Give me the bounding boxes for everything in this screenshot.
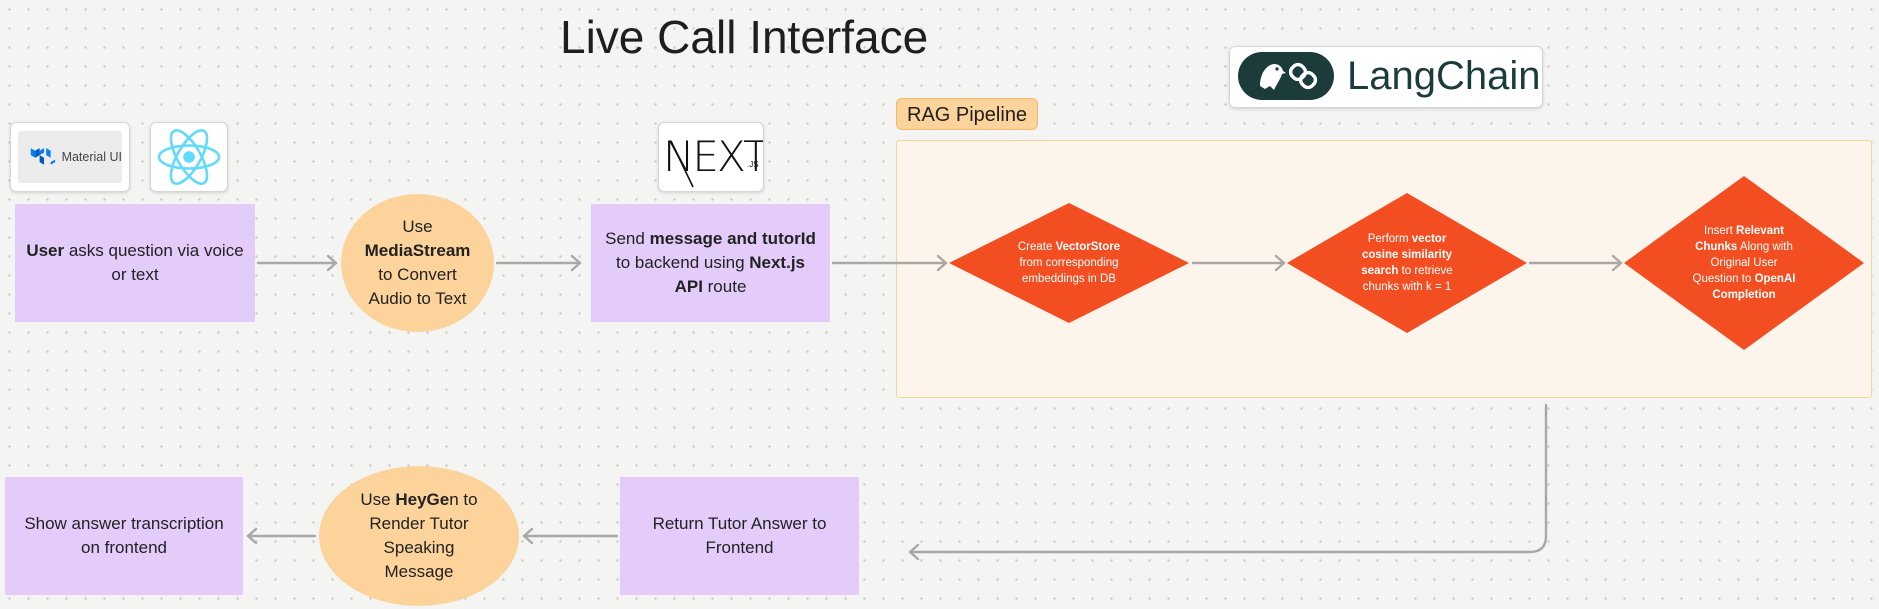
node-heygen: Use HeyGen to Render Tutor Speaking Mess… [319, 466, 519, 606]
nextjs-logo-suffix: .JS [747, 160, 759, 169]
diamond-create-vectorstore [949, 203, 1189, 323]
langchain-wordmark: LangChain [1347, 54, 1541, 98]
rag-pipeline-label: RAG Pipeline [896, 98, 1039, 130]
nextjs-logo: NEXT .JS [658, 122, 764, 192]
langchain-logo: LangChain [1229, 46, 1543, 108]
diamond-insert-chunks [1624, 176, 1864, 350]
node-return-answer: Return Tutor Answer to Frontend [620, 477, 859, 595]
page-title: Live Call Interface [560, 11, 929, 63]
node-mediastream: Use MediaStream to Convert Audio to Text [341, 194, 494, 332]
node-user-asks-question: User asks question via voice or text [15, 204, 255, 322]
mui-icon [30, 148, 56, 165]
node-send-message: Send message and tutorId to backend usin… [591, 204, 830, 322]
diamond-vector-search [1287, 193, 1527, 333]
nextjs-slash [670, 140, 694, 188]
react-atom-icon [157, 129, 221, 185]
react-logo [150, 122, 228, 192]
node-create-vectorstore: Create VectorStore from corresponding em… [1017, 241, 1121, 285]
node-show-answer: Show answer transcription on frontend [5, 477, 243, 595]
langchain-parrot-link-icon [1260, 62, 1318, 90]
material-ui-label: Material UI [61, 150, 122, 164]
arrow-rag-to-frontend [908, 403, 1548, 554]
nextjs-logo-text: NEXT [663, 132, 764, 181]
material-ui-logo: Material UI [10, 122, 130, 192]
node-insert-chunks: Insert Relevant Chunks Along with Origin… [1692, 225, 1796, 301]
node-vector-search: Perform vector cosine similarity search … [1361, 233, 1453, 293]
